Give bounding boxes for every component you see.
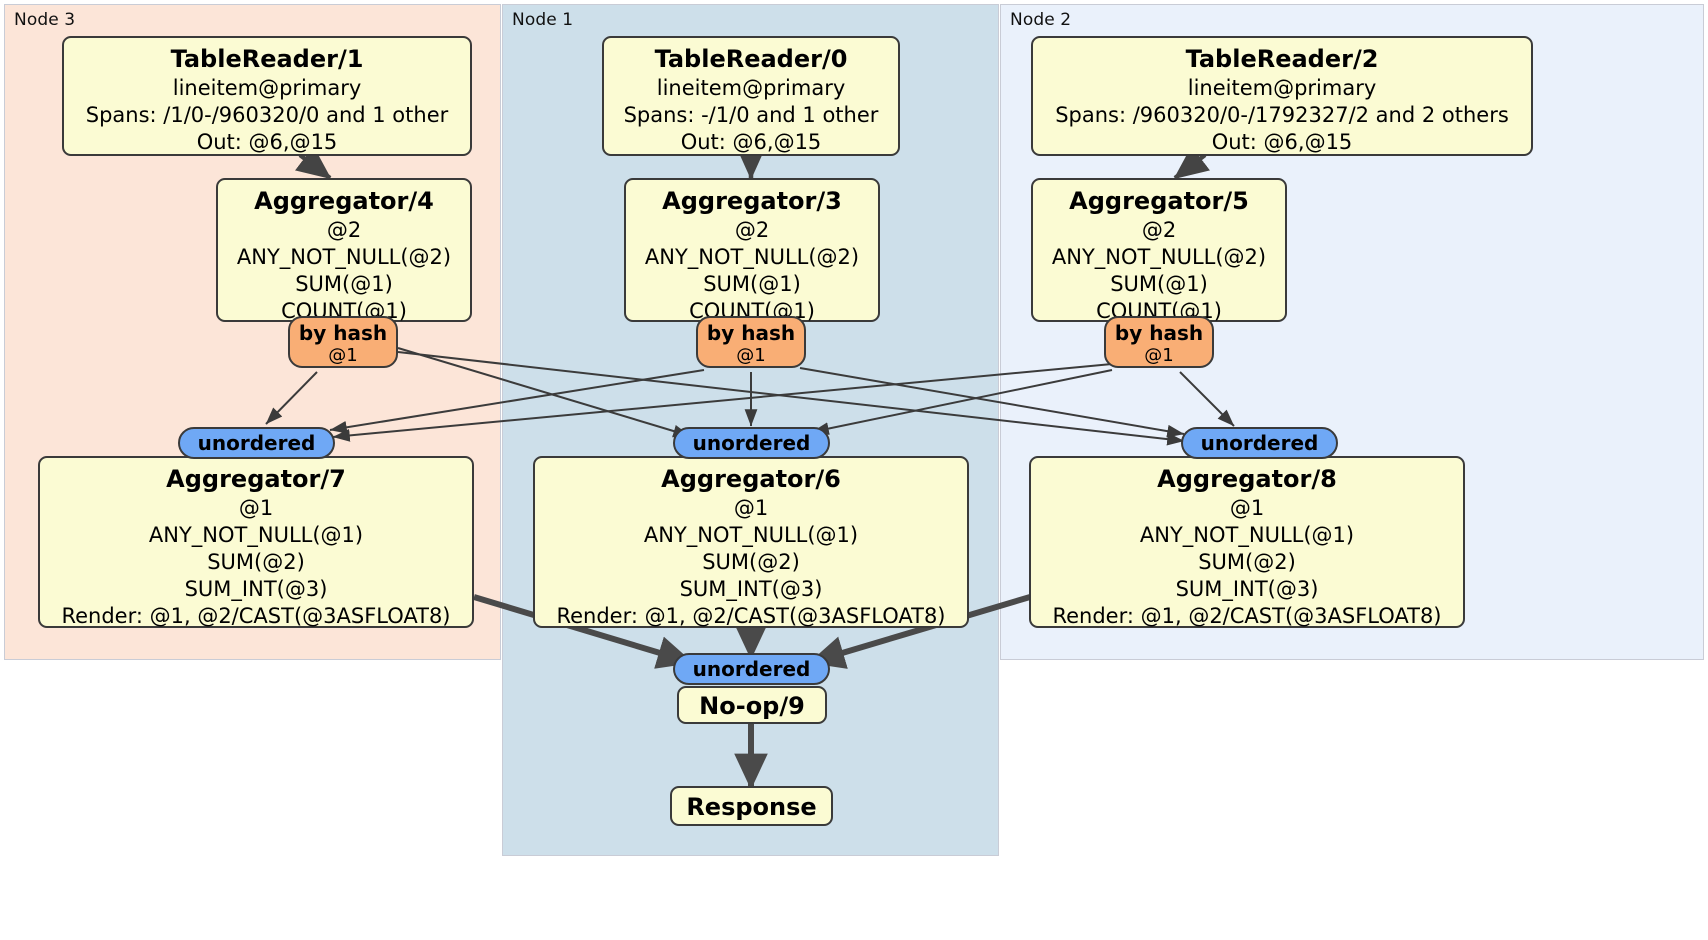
processor-detail-line: SUM_INT(@3) <box>1175 577 1319 601</box>
synchronizer-pill-label: unordered <box>692 657 811 681</box>
processor-detail-line: lineitem@primary <box>1187 76 1377 100</box>
processor-title: TableReader/0 <box>654 45 848 73</box>
processor-title: Aggregator/6 <box>661 465 841 493</box>
processor-aggregator-6[interactable]: Aggregator/6 @1 ANY_NOT_NULL(@1) SUM(@2)… <box>533 456 969 628</box>
node-region-label-node-2: Node 2 <box>1010 10 1072 30</box>
router-pill-by-hash-right[interactable]: by hash @1 <box>1104 316 1214 368</box>
synchronizer-pill-label: unordered <box>197 431 316 455</box>
processor-detail-line: SUM(@2) <box>702 550 800 574</box>
processor-detail-line: Spans: /1/0-/960320/0 and 1 other <box>85 103 449 127</box>
processor-title: Aggregator/7 <box>166 465 346 493</box>
processor-detail-line: SUM(@2) <box>207 550 305 574</box>
router-pill-column: @1 <box>736 345 766 366</box>
synchronizer-pill-unordered-right[interactable]: unordered <box>1181 427 1338 459</box>
processor-detail-line: ANY_NOT_NULL(@1) <box>643 523 859 547</box>
synchronizer-pill-label: unordered <box>1200 431 1319 455</box>
processor-render-line: Render: @1, @2/CAST(@3ASFLOAT8) <box>556 604 946 628</box>
processor-detail-line: ANY_NOT_NULL(@1) <box>148 523 364 547</box>
processor-detail-line: SUM(@1) <box>703 272 801 296</box>
processor-detail-line: @1 <box>1229 496 1265 520</box>
processor-detail-line: Spans: /960320/0-/1792327/2 and 2 others <box>1055 103 1509 127</box>
processor-detail-line: Out: @6,@15 <box>1211 130 1353 154</box>
router-pill-by-hash-left[interactable]: by hash @1 <box>288 316 398 368</box>
processor-aggregator-8[interactable]: Aggregator/8 @1 ANY_NOT_NULL(@1) SUM(@2)… <box>1029 456 1465 628</box>
router-pill-label: by hash <box>706 321 796 345</box>
router-pill-column: @1 <box>1144 345 1174 366</box>
processor-detail-line: SUM_INT(@3) <box>679 577 823 601</box>
processor-response[interactable]: Response <box>670 786 833 826</box>
synchronizer-pill-label: unordered <box>692 431 811 455</box>
synchronizer-pill-unordered-center[interactable]: unordered <box>673 427 830 459</box>
processor-detail-line: Out: @6,@15 <box>196 130 338 154</box>
processor-title: TableReader/2 <box>1185 45 1379 73</box>
processor-detail-line: Spans: -/1/0 and 1 other <box>623 103 879 127</box>
processor-title: Aggregator/3 <box>662 187 842 215</box>
synchronizer-pill-unordered-left[interactable]: unordered <box>178 427 335 459</box>
processor-aggregator-3[interactable]: Aggregator/3 @2 ANY_NOT_NULL(@2) SUM(@1)… <box>624 178 880 323</box>
processor-detail-line: ANY_NOT_NULL(@2) <box>644 245 860 269</box>
processor-detail-line: SUM(@1) <box>295 272 393 296</box>
processor-detail-line: @2 <box>1141 218 1177 242</box>
router-pill-label: by hash <box>1114 321 1204 345</box>
processor-detail-line: SUM(@2) <box>1198 550 1296 574</box>
processor-detail-line: @1 <box>238 496 274 520</box>
processor-detail-line: @2 <box>326 218 362 242</box>
synchronizer-pill-unordered-final[interactable]: unordered <box>673 653 830 685</box>
router-pill-by-hash-center[interactable]: by hash @1 <box>696 316 806 368</box>
processor-table-reader-0[interactable]: TableReader/0 lineitem@primary Spans: -/… <box>602 36 900 156</box>
processor-render-line: Render: @1, @2/CAST(@3ASFLOAT8) <box>1052 604 1442 628</box>
processor-table-reader-2[interactable]: TableReader/2 lineitem@primary Spans: /9… <box>1031 36 1533 156</box>
processor-detail-line: ANY_NOT_NULL(@2) <box>1051 245 1267 269</box>
processor-aggregator-5[interactable]: Aggregator/5 @2 ANY_NOT_NULL(@2) SUM(@1)… <box>1031 178 1287 323</box>
processor-title: No-op/9 <box>699 692 805 720</box>
processor-detail-line: @1 <box>733 496 769 520</box>
processor-title: Aggregator/5 <box>1069 187 1249 215</box>
processor-title: TableReader/1 <box>170 45 364 73</box>
router-pill-column: @1 <box>328 345 358 366</box>
processor-detail-line: ANY_NOT_NULL(@1) <box>1139 523 1355 547</box>
router-pill-label: by hash <box>298 321 388 345</box>
processor-detail-line: lineitem@primary <box>172 76 362 100</box>
processor-detail-line: SUM(@1) <box>1110 272 1208 296</box>
processor-title: Aggregator/4 <box>254 187 434 215</box>
node-region-label-node-3: Node 3 <box>14 10 76 30</box>
processor-render-line: Render: @1, @2/CAST(@3ASFLOAT8) <box>61 604 451 628</box>
processor-aggregator-7[interactable]: Aggregator/7 @1 ANY_NOT_NULL(@1) SUM(@2)… <box>38 456 474 628</box>
node-region-label-node-1: Node 1 <box>512 10 574 30</box>
processor-no-op-9[interactable]: No-op/9 <box>677 686 827 724</box>
processor-detail-line: SUM_INT(@3) <box>184 577 328 601</box>
processor-detail-line: Out: @6,@15 <box>680 130 822 154</box>
processor-table-reader-1[interactable]: TableReader/1 lineitem@primary Spans: /1… <box>62 36 472 156</box>
processor-detail-line: lineitem@primary <box>656 76 846 100</box>
processor-title: Response <box>686 793 817 821</box>
processor-detail-line: ANY_NOT_NULL(@2) <box>236 245 452 269</box>
processor-title: Aggregator/8 <box>1157 465 1337 493</box>
processor-detail-line: @2 <box>734 218 770 242</box>
processor-aggregator-4[interactable]: Aggregator/4 @2 ANY_NOT_NULL(@2) SUM(@1)… <box>216 178 472 323</box>
